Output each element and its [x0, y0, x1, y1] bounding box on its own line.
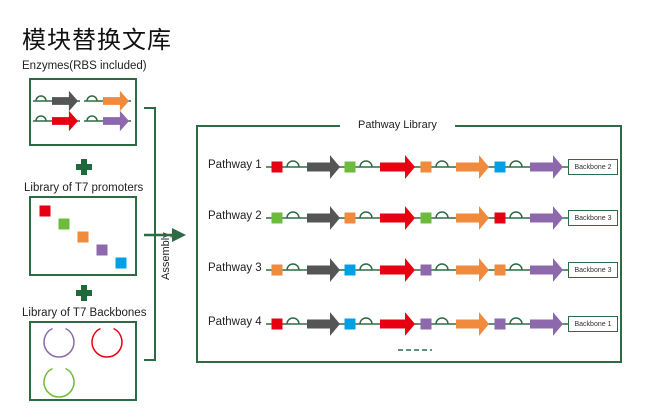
gene-arrow-icon [456, 155, 489, 179]
gene-arrow-icon [103, 110, 129, 132]
rbs-icon [509, 317, 523, 325]
promoter-square-icon [39, 205, 51, 217]
rbs-icon [86, 95, 98, 102]
plus-icon [76, 159, 92, 175]
gene-arrow-icon [103, 90, 129, 112]
backbones-label: Library of T7 Backbones [22, 307, 147, 319]
gene-arrow-icon [52, 110, 78, 132]
gene-arrow-icon [52, 90, 78, 112]
promoters-label: Library of T7 promoters [24, 182, 144, 194]
promoter-square-icon [58, 218, 70, 230]
pathway-label: Pathway 4 [208, 316, 262, 328]
backbone-plasmid-icon [43, 367, 75, 398]
rbs-icon [509, 160, 523, 168]
backbones-box [29, 321, 137, 401]
backbone-box: Backbone 3 [568, 210, 618, 226]
backbone-box: Backbone 1 [568, 316, 618, 332]
promoter-square-icon [494, 212, 506, 224]
page-title: 模块替换文库 [22, 26, 172, 54]
backbone-plasmid-icon [43, 327, 75, 358]
rbs-icon [359, 317, 373, 325]
gene-arrow-icon [380, 258, 415, 282]
rbs-icon [286, 263, 300, 271]
pathway-label: Pathway 1 [208, 159, 262, 171]
promoter-square-icon [420, 161, 432, 173]
promoter-square-icon [271, 212, 283, 224]
pathway-label: Pathway 2 [208, 210, 262, 222]
promoter-square-icon [77, 231, 89, 243]
enzymes-box [29, 78, 137, 146]
promoter-square-icon [420, 212, 432, 224]
promoter-square-icon [344, 264, 356, 276]
promoter-square-icon [494, 161, 506, 173]
rbs-icon [359, 211, 373, 219]
plus-icon [76, 285, 92, 301]
promoter-square-icon [344, 212, 356, 224]
gene-arrow-icon [456, 258, 489, 282]
rbs-icon [35, 115, 47, 122]
enzymes-label: Enzymes(RBS included) [22, 60, 147, 72]
pathway-library-title: Pathway Library [340, 119, 455, 131]
promoter-square-icon [420, 318, 432, 330]
gene-arrow-icon [456, 206, 489, 230]
assembly-arrow-icon [172, 228, 186, 242]
promoter-square-icon [271, 264, 283, 276]
rbs-icon [286, 160, 300, 168]
promoter-square-icon [420, 264, 432, 276]
promoter-square-icon [344, 161, 356, 173]
promoter-square-icon [96, 244, 108, 256]
rbs-icon [509, 263, 523, 271]
promoters-box [29, 196, 137, 276]
gene-arrow-icon [307, 312, 340, 336]
gene-arrow-icon [380, 155, 415, 179]
gene-arrow-icon [456, 312, 489, 336]
gene-arrow-icon [307, 206, 340, 230]
rbs-icon [359, 160, 373, 168]
gene-arrow-icon [530, 258, 563, 282]
promoter-square-icon [494, 264, 506, 276]
promoter-square-icon [344, 318, 356, 330]
rbs-icon [435, 317, 449, 325]
gene-arrow-icon [530, 206, 563, 230]
rbs-icon [509, 211, 523, 219]
gene-arrow-icon [380, 312, 415, 336]
promoter-square-icon [271, 318, 283, 330]
gene-arrow-icon [530, 155, 563, 179]
backbone-plasmid-icon [91, 327, 123, 358]
promoter-square-icon [494, 318, 506, 330]
backbone-box: Backbone 2 [568, 159, 618, 175]
rbs-icon [435, 263, 449, 271]
gene-arrow-icon [307, 258, 340, 282]
gene-arrow-icon [530, 312, 563, 336]
promoter-square-icon [271, 161, 283, 173]
rbs-icon [86, 115, 98, 122]
rbs-icon [435, 211, 449, 219]
rbs-icon [35, 95, 47, 102]
promoter-square-icon [115, 257, 127, 269]
rbs-icon [359, 263, 373, 271]
rbs-icon [286, 211, 300, 219]
backbone-box: Backbone 3 [568, 262, 618, 278]
gene-arrow-icon [380, 206, 415, 230]
gene-arrow-icon [307, 155, 340, 179]
pathway-label: Pathway 3 [208, 262, 262, 274]
rbs-icon [435, 160, 449, 168]
rbs-icon [286, 317, 300, 325]
